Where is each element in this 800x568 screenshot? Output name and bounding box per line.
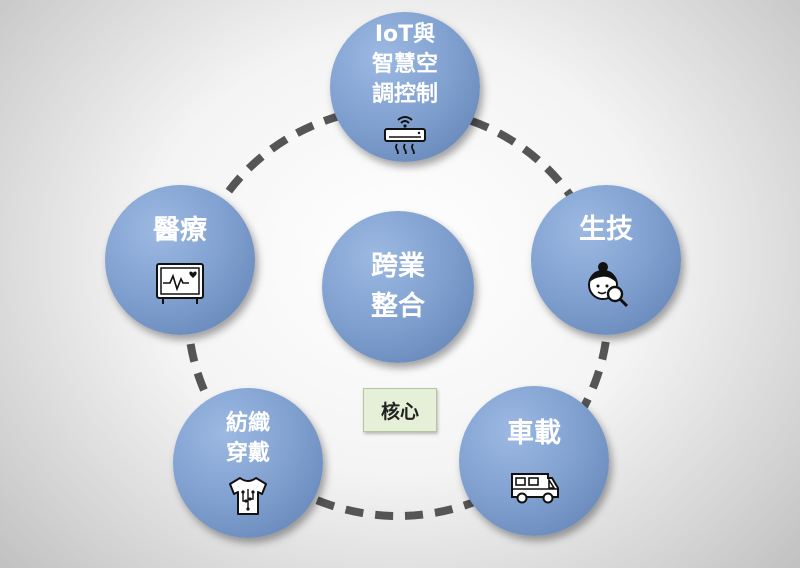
node-textile: 紡織 穿戴: [173, 388, 323, 538]
node-iot-label: IoT與 智慧空 調控制: [371, 22, 438, 107]
node-textile-label: 紡織 穿戴: [225, 411, 270, 466]
node-iot: IoT與 智慧空 調控制: [330, 12, 480, 162]
face-magnifier-icon: [588, 262, 629, 307]
heart-monitor-icon: [156, 263, 204, 304]
node-biotech-label: 生技: [579, 214, 633, 245]
node-medical: 醫療: [105, 185, 255, 335]
center-label: 跨業 整合: [371, 251, 425, 322]
center-circle: 跨業 整合: [322, 211, 474, 363]
camper-van-icon: [511, 473, 559, 504]
air-conditioner-icon: [384, 116, 426, 154]
node-vehicle-label: 車載: [507, 418, 561, 449]
core-badge: 核心: [363, 388, 437, 432]
node-biotech: 生技: [531, 185, 681, 335]
smart-shirt-icon: [229, 477, 267, 515]
node-medical-label: 醫療: [153, 215, 207, 246]
node-vehicle: 車載: [459, 386, 609, 536]
